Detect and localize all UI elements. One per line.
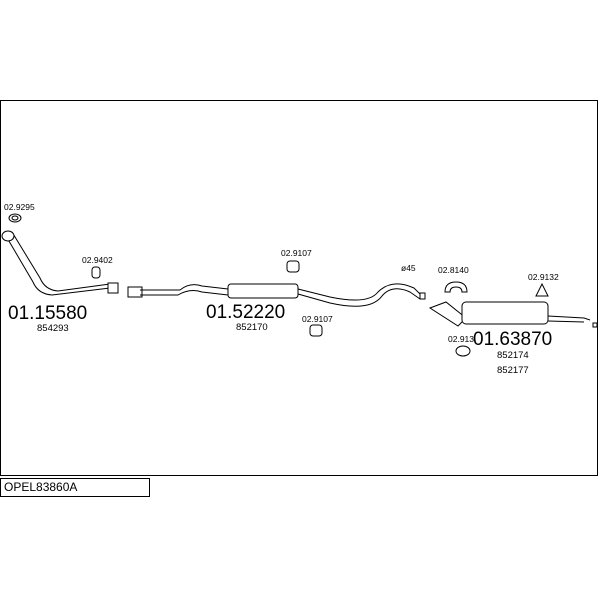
rear-muffler-ref-a: 852174 <box>497 350 529 361</box>
accessory-label-a4: 02.9107 <box>302 314 333 324</box>
accessory-label-a1: 02.9295 <box>4 202 35 212</box>
tail-pipe-outline <box>547 315 591 323</box>
middle-muffler-body <box>227 283 299 299</box>
accessory-label-a7: 02.9132 <box>528 272 559 282</box>
connector-ring <box>419 292 426 300</box>
accessory-label-a3: 02.9107 <box>281 248 312 258</box>
diagram-frame <box>0 100 598 476</box>
middle-rear-pipe-outline <box>297 283 421 307</box>
rear-inlet-pipe <box>428 301 467 327</box>
rear-muffler-body <box>461 301 549 325</box>
rear-muffler-number: 01.63870 <box>473 329 552 350</box>
front-pipe-outline <box>5 231 111 296</box>
hanger-a4 <box>309 324 323 337</box>
middle-muffler-number: 01.52220 <box>206 302 285 323</box>
accessory-label-a6: 02.8140 <box>438 265 469 275</box>
middle-pipe-outline <box>140 284 229 296</box>
hanger-a2 <box>91 266 101 279</box>
hanger-a1 <box>8 213 22 223</box>
front-pipe-number: 01.15580 <box>8 303 87 324</box>
front-joint-clamp <box>127 286 143 298</box>
hanger-a3 <box>286 260 300 273</box>
front-flange <box>1 230 15 242</box>
tail-end-ring <box>592 322 598 328</box>
middle-muffler-ref: 852170 <box>236 322 268 333</box>
rear-muffler-ref-b: 852177 <box>497 365 529 376</box>
clamp-a6 <box>444 281 468 293</box>
front-pipe-ref: 854293 <box>37 323 69 334</box>
vehicle-code-label: OPEL83860A <box>0 478 150 497</box>
accessory-label-a8: 02.913 <box>448 334 474 344</box>
accessory-label-a2: 02.9402 <box>82 255 113 265</box>
hanger-a8 <box>455 345 471 357</box>
accessory-label-a5: ø45 <box>401 263 416 273</box>
hanger-a7 <box>535 282 549 297</box>
front-clamp <box>107 282 119 294</box>
